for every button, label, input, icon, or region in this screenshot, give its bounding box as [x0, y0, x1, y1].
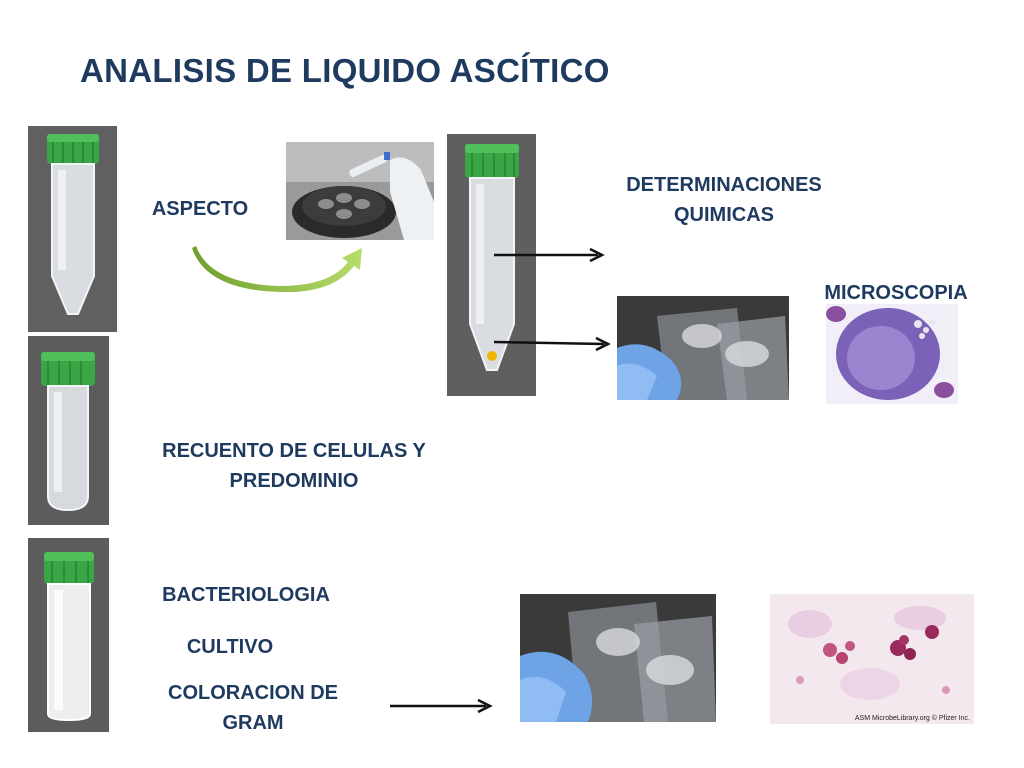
slide-title: ANALISIS DE LIQUIDO ASCÍTICO — [80, 52, 610, 89]
coloracion-line2: GRAM — [222, 712, 284, 734]
label-recuento-celulas: RECUENTO DE CELULAS Y PREDOMINIO — [154, 436, 434, 496]
recuento-line2: PREDOMINIO — [229, 470, 359, 492]
label-microscopia: MICROSCOPIA — [816, 278, 976, 308]
centrifuge-photo — [286, 142, 434, 240]
coloracion-line1: COLORACION DE — [168, 682, 338, 704]
cultivo-text: CULTIVO — [186, 636, 274, 658]
aspecto-text: ASPECTO — [151, 198, 249, 220]
arrow-to-quimicas-icon — [494, 247, 605, 263]
micrograph-credit: ASM MicrobeLibrary.org © Pfizer Inc. — [854, 715, 970, 722]
culture-tube-photo — [28, 538, 109, 732]
determinaciones-line1: DETERMINACIONES — [626, 174, 822, 196]
arrow-to-gram-smear-icon — [390, 698, 493, 714]
slide-smear-photo-2 — [520, 594, 716, 722]
conical-tube-photo-1 — [28, 126, 117, 332]
curved-arrow-icon — [192, 246, 362, 292]
microscopy-cell-image — [826, 304, 958, 404]
label-aspecto: ASPECTO — [150, 194, 250, 224]
gram-stain-micrograph: ASM MicrobeLibrary.org © Pfizer Inc. — [770, 594, 974, 724]
label-coloracion-gram: COLORACION DE GRAM — [158, 678, 348, 738]
microscopia-text: MICROSCOPIA — [824, 282, 968, 304]
determinaciones-line2: QUIMICAS — [674, 204, 774, 226]
round-tube-photo — [28, 336, 109, 525]
label-bacteriologia: BACTERIOLOGIA — [156, 580, 336, 610]
bacteriologia-text: BACTERIOLOGIA — [162, 584, 330, 606]
recuento-line1: RECUENTO DE CELULAS Y — [162, 440, 426, 462]
arrow-to-smear-icon — [494, 336, 611, 352]
slide-smear-photo-1 — [617, 296, 789, 400]
label-cultivo: CULTIVO — [180, 632, 280, 662]
label-determinaciones-quimicas: DETERMINACIONES QUIMICAS — [612, 170, 836, 230]
centrifuged-tube-photo — [447, 134, 536, 396]
